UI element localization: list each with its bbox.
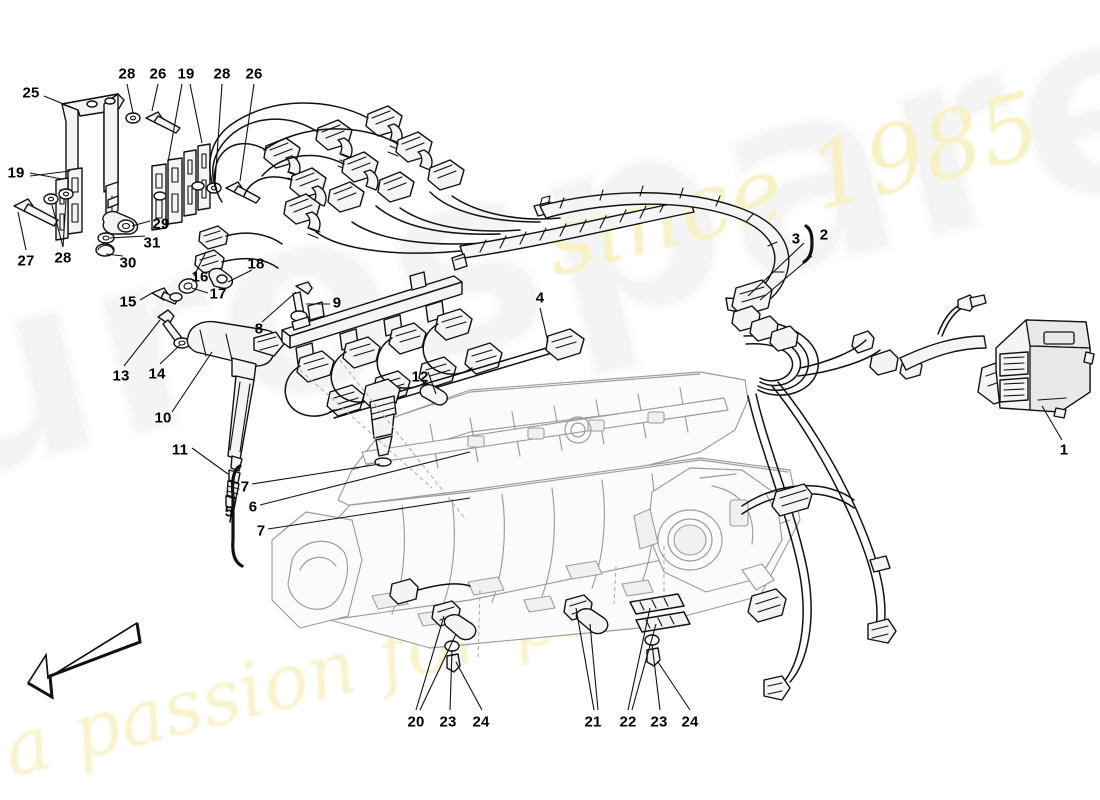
- callout-label-26: 26: [149, 65, 167, 83]
- callout-label-19: 19: [7, 164, 25, 182]
- part-fuel-rail-9: [281, 253, 468, 365]
- throttle-body-maf: [633, 467, 793, 593]
- callout-label-28: 28: [54, 249, 72, 267]
- part-harness-clip-plate-19-center: [151, 143, 211, 231]
- callout-label-30: 30: [119, 254, 137, 272]
- callout-label-31: 31: [143, 234, 161, 252]
- callout-label-1: 1: [1059, 441, 1069, 459]
- callout-label-28: 28: [118, 65, 136, 83]
- callout-label-12: 12: [411, 368, 429, 386]
- callout-label-7: 7: [240, 478, 250, 496]
- part-connectors-16-18: [151, 225, 283, 305]
- part-injectors-12: [284, 308, 585, 467]
- callout-label-24: 24: [472, 713, 490, 731]
- callout-label-22: 22: [619, 713, 637, 731]
- callout-label-26: 26: [245, 65, 263, 83]
- part-fasteners-top: [13, 111, 261, 227]
- part-eyelet-29-31: [95, 210, 139, 257]
- part-bolt-13-washer-14: [157, 309, 191, 349]
- callout-label-19: 19: [177, 65, 195, 83]
- engine-assembly: [271, 371, 801, 649]
- callout-label-14: 14: [148, 365, 166, 383]
- callout-label-17: 17: [209, 285, 227, 303]
- callout-label-29: 29: [152, 215, 170, 233]
- callout-label-20: 20: [407, 713, 425, 731]
- callout-label-23: 23: [439, 713, 457, 731]
- callout-label-9: 9: [332, 294, 342, 312]
- callout-label-10: 10: [154, 409, 172, 427]
- callout-label-7: 7: [256, 522, 266, 540]
- callout-label-23: 23: [650, 713, 668, 731]
- orientation-arrow: [27, 622, 142, 700]
- callout-label-25: 25: [22, 84, 40, 102]
- callout-label-15: 15: [119, 293, 137, 311]
- callout-label-24: 24: [681, 713, 699, 731]
- callout-label-6: 6: [248, 498, 258, 516]
- callout-label-21: 21: [584, 713, 602, 731]
- callout-label-3: 3: [791, 230, 801, 248]
- part-ecu-1: [995, 319, 1095, 419]
- part-sensor-cables: [389, 381, 897, 701]
- part-ignition-coil-10: [186, 320, 285, 472]
- callout-label-27: 27: [17, 252, 35, 270]
- callout-label-2: 2: [819, 226, 829, 244]
- callout-label-4: 4: [535, 289, 545, 307]
- leader-lines: [17, 83, 1063, 711]
- callout-label-8: 8: [254, 320, 264, 338]
- bracket-marks: [230, 224, 814, 568]
- callout-label-13: 13: [112, 367, 130, 385]
- callout-label-5: 5: [224, 503, 234, 521]
- part-ignition-cable-harness: [209, 102, 695, 259]
- callout-label-11: 11: [171, 441, 189, 459]
- callout-label-16: 16: [191, 268, 209, 286]
- callout-label-18: 18: [247, 255, 265, 273]
- callout-label-28: 28: [213, 65, 231, 83]
